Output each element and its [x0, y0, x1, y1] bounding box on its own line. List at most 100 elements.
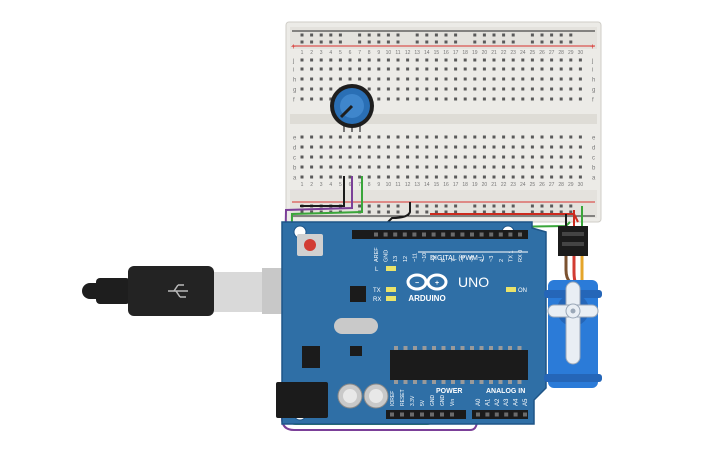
breadboard-hole[interactable] — [463, 175, 467, 179]
breadboard-hole[interactable] — [396, 155, 400, 159]
breadboard-hole[interactable] — [569, 97, 573, 101]
breadboard-hole[interactable] — [454, 77, 458, 81]
rail-hole[interactable] — [550, 40, 554, 44]
breadboard-hole[interactable] — [454, 145, 458, 149]
breadboard-hole[interactable] — [530, 58, 534, 62]
breadboard-hole[interactable] — [550, 58, 554, 62]
breadboard-hole[interactable] — [425, 145, 429, 149]
rail-hole[interactable] — [329, 33, 333, 37]
breadboard-hole[interactable] — [348, 67, 352, 71]
breadboard-hole[interactable] — [482, 175, 486, 179]
header-pin[interactable] — [393, 232, 398, 237]
breadboard-hole[interactable] — [502, 87, 506, 91]
breadboard-hole[interactable] — [329, 87, 333, 91]
breadboard-hole[interactable] — [530, 97, 534, 101]
breadboard-hole[interactable] — [329, 135, 333, 139]
header-pin[interactable] — [494, 412, 499, 417]
breadboard-hole[interactable] — [338, 155, 342, 159]
dc-power-jack[interactable] — [276, 382, 328, 418]
breadboard-hole[interactable] — [367, 145, 371, 149]
breadboard-hole[interactable] — [492, 135, 496, 139]
breadboard-hole[interactable] — [521, 67, 525, 71]
breadboard-hole[interactable] — [386, 77, 390, 81]
breadboard-hole[interactable] — [550, 145, 554, 149]
breadboard-hole[interactable] — [319, 77, 323, 81]
breadboard-hole[interactable] — [406, 145, 410, 149]
rail-hole[interactable] — [444, 33, 448, 37]
breadboard-hole[interactable] — [473, 58, 477, 62]
breadboard-hole[interactable] — [578, 87, 582, 91]
breadboard-hole[interactable] — [300, 97, 304, 101]
breadboard-hole[interactable] — [559, 97, 563, 101]
breadboard-hole[interactable] — [319, 145, 323, 149]
breadboard-hole[interactable] — [329, 58, 333, 62]
rail-hole[interactable] — [444, 40, 448, 44]
breadboard-hole[interactable] — [559, 175, 563, 179]
breadboard-hole[interactable] — [434, 58, 438, 62]
breadboard-hole[interactable] — [559, 155, 563, 159]
reset-button-cap[interactable] — [304, 239, 316, 251]
breadboard-hole[interactable] — [578, 145, 582, 149]
rail-hole[interactable] — [300, 33, 304, 37]
breadboard-hole[interactable] — [473, 155, 477, 159]
breadboard-hole[interactable] — [348, 58, 352, 62]
breadboard-hole[interactable] — [434, 135, 438, 139]
breadboard-hole[interactable] — [319, 155, 323, 159]
header-pin[interactable] — [470, 232, 474, 237]
breadboard-hole[interactable] — [482, 145, 486, 149]
rail-hole[interactable] — [559, 210, 563, 214]
header-pin[interactable] — [479, 232, 484, 237]
breadboard-hole[interactable] — [444, 67, 448, 71]
breadboard-hole[interactable] — [444, 77, 448, 81]
header-pin[interactable] — [420, 412, 424, 417]
breadboard-hole[interactable] — [511, 77, 515, 81]
breadboard-hole[interactable] — [550, 97, 554, 101]
header-pin[interactable] — [450, 232, 455, 237]
rail-hole[interactable] — [367, 210, 371, 214]
breadboard-hole[interactable] — [502, 165, 506, 169]
breadboard-hole[interactable] — [396, 67, 400, 71]
breadboard-hole[interactable] — [578, 97, 582, 101]
rail-hole[interactable] — [559, 40, 563, 44]
breadboard-hole[interactable] — [310, 165, 314, 169]
breadboard-hole[interactable] — [550, 77, 554, 81]
breadboard-hole[interactable] — [300, 155, 304, 159]
breadboard-hole[interactable] — [540, 145, 544, 149]
breadboard-hole[interactable] — [502, 58, 506, 62]
breadboard-hole[interactable] — [492, 58, 496, 62]
breadboard-hole[interactable] — [415, 135, 419, 139]
breadboard-hole[interactable] — [492, 67, 496, 71]
rail-hole[interactable] — [569, 210, 573, 214]
breadboard-hole[interactable] — [578, 155, 582, 159]
servo-motor[interactable] — [544, 226, 602, 388]
rail-hole[interactable] — [473, 33, 477, 37]
breadboard-hole[interactable] — [358, 165, 362, 169]
breadboard-hole[interactable] — [329, 97, 333, 101]
breadboard-hole[interactable] — [569, 58, 573, 62]
rail-hole[interactable] — [386, 33, 390, 37]
breadboard-hole[interactable] — [425, 165, 429, 169]
breadboard-hole[interactable] — [386, 165, 390, 169]
servo-connector[interactable] — [558, 226, 588, 256]
breadboard-hole[interactable] — [358, 58, 362, 62]
rail-hole[interactable] — [300, 40, 304, 44]
breadboard-hole[interactable] — [482, 97, 486, 101]
breadboard-hole[interactable] — [434, 155, 438, 159]
rail-hole[interactable] — [482, 33, 486, 37]
breadboard-hole[interactable] — [396, 145, 400, 149]
breadboard-hole[interactable] — [415, 145, 419, 149]
rail-hole[interactable] — [540, 204, 544, 208]
breadboard-hole[interactable] — [425, 87, 429, 91]
breadboard-hole[interactable] — [569, 135, 573, 139]
breadboard-hole[interactable] — [569, 165, 573, 169]
breadboard-hole[interactable] — [367, 87, 371, 91]
breadboard-hole[interactable] — [396, 77, 400, 81]
breadboard-hole[interactable] — [559, 165, 563, 169]
header-pin[interactable] — [498, 232, 503, 237]
breadboard-hole[interactable] — [492, 77, 496, 81]
breadboard-hole[interactable] — [521, 165, 525, 169]
header-pin[interactable] — [422, 232, 426, 237]
header-pin[interactable] — [450, 412, 454, 417]
breadboard-hole[interactable] — [300, 58, 304, 62]
rail-hole[interactable] — [329, 40, 333, 44]
